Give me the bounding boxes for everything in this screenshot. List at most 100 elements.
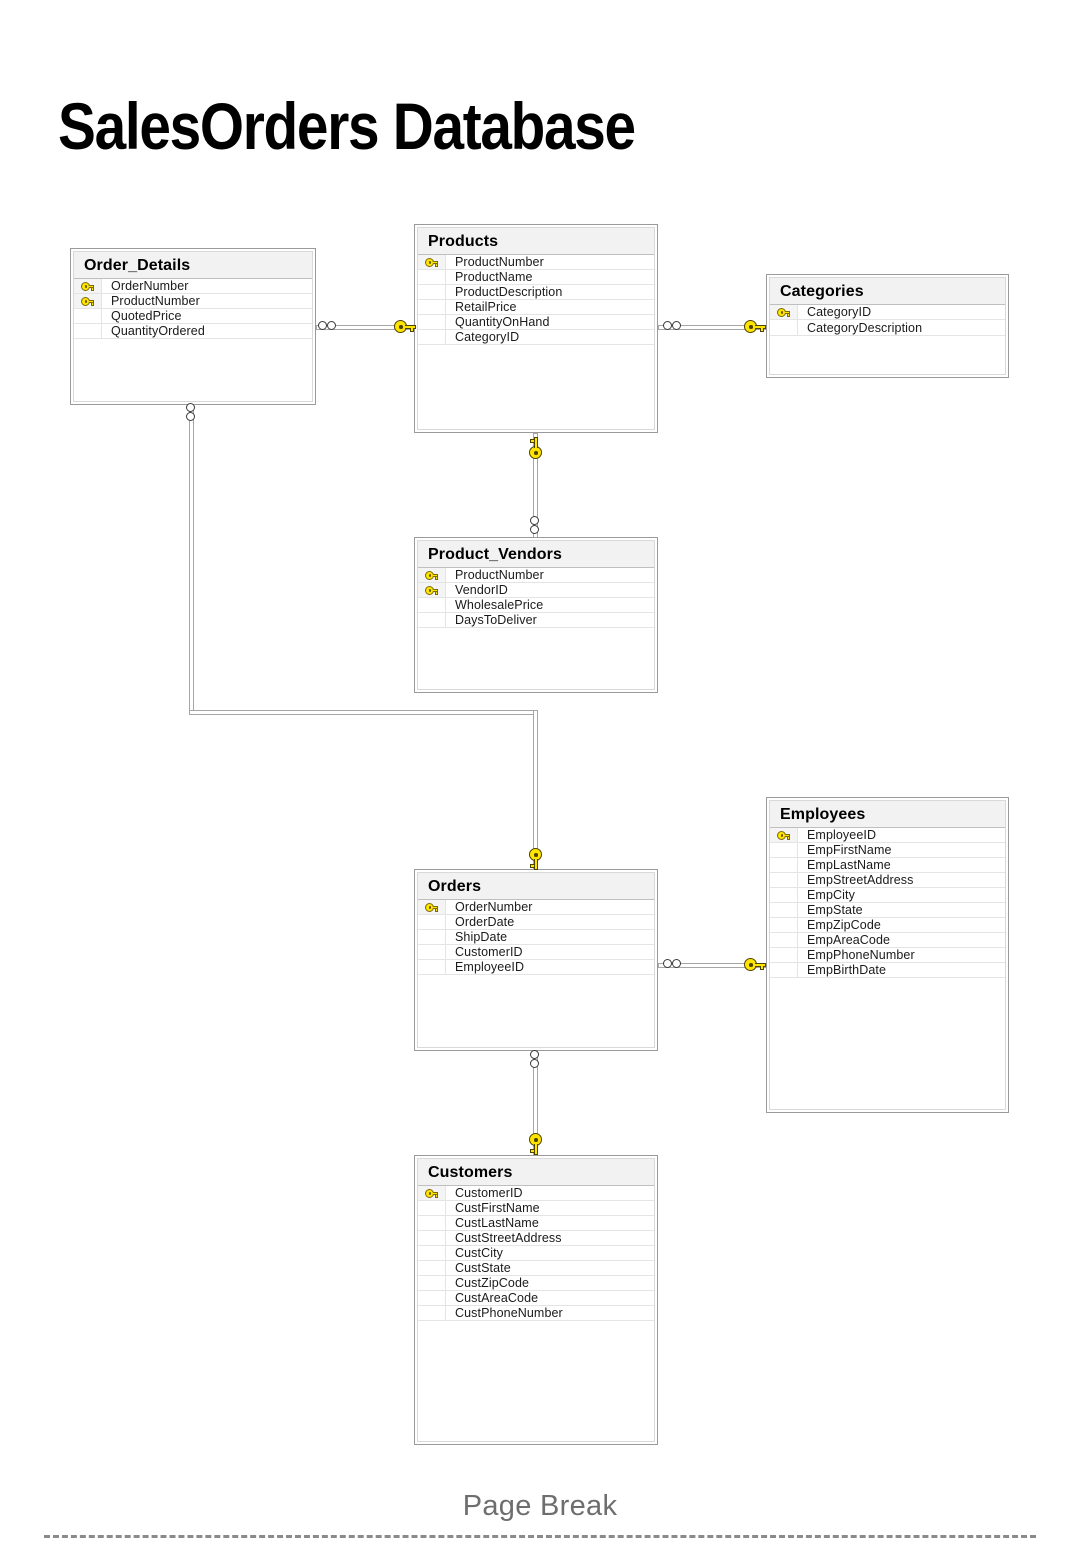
attribute-name: QuantityOnHand — [455, 315, 550, 329]
attribute-name: EmpPhoneNumber — [807, 948, 915, 962]
attribute-row[interactable]: CustAreaCode — [418, 1291, 654, 1306]
attribute-row[interactable]: EmpPhoneNumber — [770, 948, 1005, 963]
attribute-row[interactable]: QuantityOnHand — [418, 315, 654, 330]
attribute-key-cell — [770, 933, 798, 947]
relationship-line-order_details-orders — [189, 710, 538, 715]
cardinality-many-icon — [318, 321, 338, 332]
attribute-row[interactable]: CustZipCode — [418, 1276, 654, 1291]
attribute-name: ProductNumber — [455, 255, 544, 269]
page-title: SalesOrders Database — [58, 89, 636, 164]
attribute-row[interactable]: WholesalePrice — [418, 598, 654, 613]
attribute-row[interactable]: CustomerID — [418, 1186, 654, 1201]
page-break-divider — [44, 1535, 1036, 1538]
attribute-row[interactable]: ProductDescription — [418, 285, 654, 300]
attribute-empty-row — [770, 978, 1005, 1109]
attribute-key-cell — [770, 978, 798, 1109]
attribute-name: RetailPrice — [455, 300, 517, 314]
attribute-key-cell — [770, 843, 798, 857]
cardinality-many-icon — [530, 516, 541, 536]
primary-key-icon — [74, 294, 102, 308]
attribute-row[interactable]: CustStreetAddress — [418, 1231, 654, 1246]
attribute-row[interactable]: CustCity — [418, 1246, 654, 1261]
attribute-name: EmpAreaCode — [807, 933, 891, 947]
attribute-key-cell — [418, 1291, 446, 1305]
attribute-row[interactable]: EmpStreetAddress — [770, 873, 1005, 888]
attribute-row[interactable]: EmpState — [770, 903, 1005, 918]
attribute-name: ProductName — [455, 270, 533, 284]
attribute-empty-row — [74, 339, 312, 403]
entity-title-categories: Categories — [770, 278, 1005, 305]
attribute-row[interactable]: EmployeeID — [418, 960, 654, 975]
attribute-row[interactable]: VendorID — [418, 583, 654, 598]
attribute-key-cell — [74, 324, 102, 338]
attribute-key-cell — [418, 915, 446, 929]
attribute-row[interactable]: EmpLastName — [770, 858, 1005, 873]
attribute-name: OrderDate — [455, 915, 515, 929]
entity-title-employees: Employees — [770, 801, 1005, 828]
attribute-name: CustLastName — [455, 1216, 539, 1230]
attribute-row[interactable]: OrderNumber — [74, 279, 312, 294]
attribute-row[interactable]: CustFirstName — [418, 1201, 654, 1216]
attribute-row[interactable]: OrderNumber — [418, 900, 654, 915]
attribute-key-cell — [418, 330, 446, 344]
attribute-row[interactable]: CategoryID — [770, 305, 1005, 321]
attribute-row[interactable]: EmployeeID — [770, 828, 1005, 843]
attribute-row[interactable]: OrderDate — [418, 915, 654, 930]
attribute-row[interactable]: CustLastName — [418, 1216, 654, 1231]
attribute-row[interactable]: EmpBirthDate — [770, 963, 1005, 978]
page-break: Page Break — [0, 1490, 1080, 1538]
attribute-name: OrderNumber — [111, 279, 189, 293]
attribute-row[interactable]: CustPhoneNumber — [418, 1306, 654, 1321]
attribute-row[interactable]: DaysToDeliver — [418, 613, 654, 628]
attribute-name: QuotedPrice — [111, 309, 182, 323]
attribute-row[interactable]: QuotedPrice — [74, 309, 312, 324]
attribute-row[interactable]: ShipDate — [418, 930, 654, 945]
attribute-name: EmpStreetAddress — [807, 873, 914, 887]
attribute-row[interactable]: CustState — [418, 1261, 654, 1276]
attribute-row[interactable]: CustomerID — [418, 945, 654, 960]
attribute-name: CategoryID — [807, 305, 872, 320]
attribute-key-cell — [418, 1216, 446, 1230]
attribute-name: WholesalePrice — [455, 598, 544, 612]
attribute-key-cell — [418, 628, 446, 692]
attribute-key-cell — [418, 960, 446, 974]
attribute-row[interactable]: CategoryDescription — [770, 320, 1005, 336]
attribute-row[interactable]: ProductNumber — [418, 568, 654, 583]
attribute-key-cell — [418, 1276, 446, 1290]
attribute-row[interactable]: EmpAreaCode — [770, 933, 1005, 948]
cardinality-one-key-icon — [529, 848, 542, 870]
attribute-name: ShipDate — [455, 930, 508, 944]
attribute-row[interactable]: QuantityOrdered — [74, 324, 312, 339]
attribute-row[interactable]: CategoryID — [418, 330, 654, 345]
attribute-row[interactable]: EmpFirstName — [770, 843, 1005, 858]
attribute-key-cell — [418, 285, 446, 299]
entity-title-product_vendors: Product_Vendors — [418, 541, 654, 568]
primary-key-icon — [418, 900, 446, 914]
attribute-name: EmpState — [807, 903, 863, 917]
attribute-key-cell — [418, 300, 446, 314]
attribute-row[interactable]: EmpCity — [770, 888, 1005, 903]
attribute-name: DaysToDeliver — [455, 613, 537, 627]
attribute-key-cell — [418, 598, 446, 612]
attribute-row[interactable]: EmpZipCode — [770, 918, 1005, 933]
attribute-name: CustomerID — [455, 945, 523, 959]
attribute-row[interactable]: ProductNumber — [418, 255, 654, 270]
attribute-row[interactable]: ProductNumber — [74, 294, 312, 309]
attribute-name: EmployeeID — [455, 960, 525, 974]
attribute-row[interactable]: ProductName — [418, 270, 654, 285]
attribute-row[interactable]: RetailPrice — [418, 300, 654, 315]
